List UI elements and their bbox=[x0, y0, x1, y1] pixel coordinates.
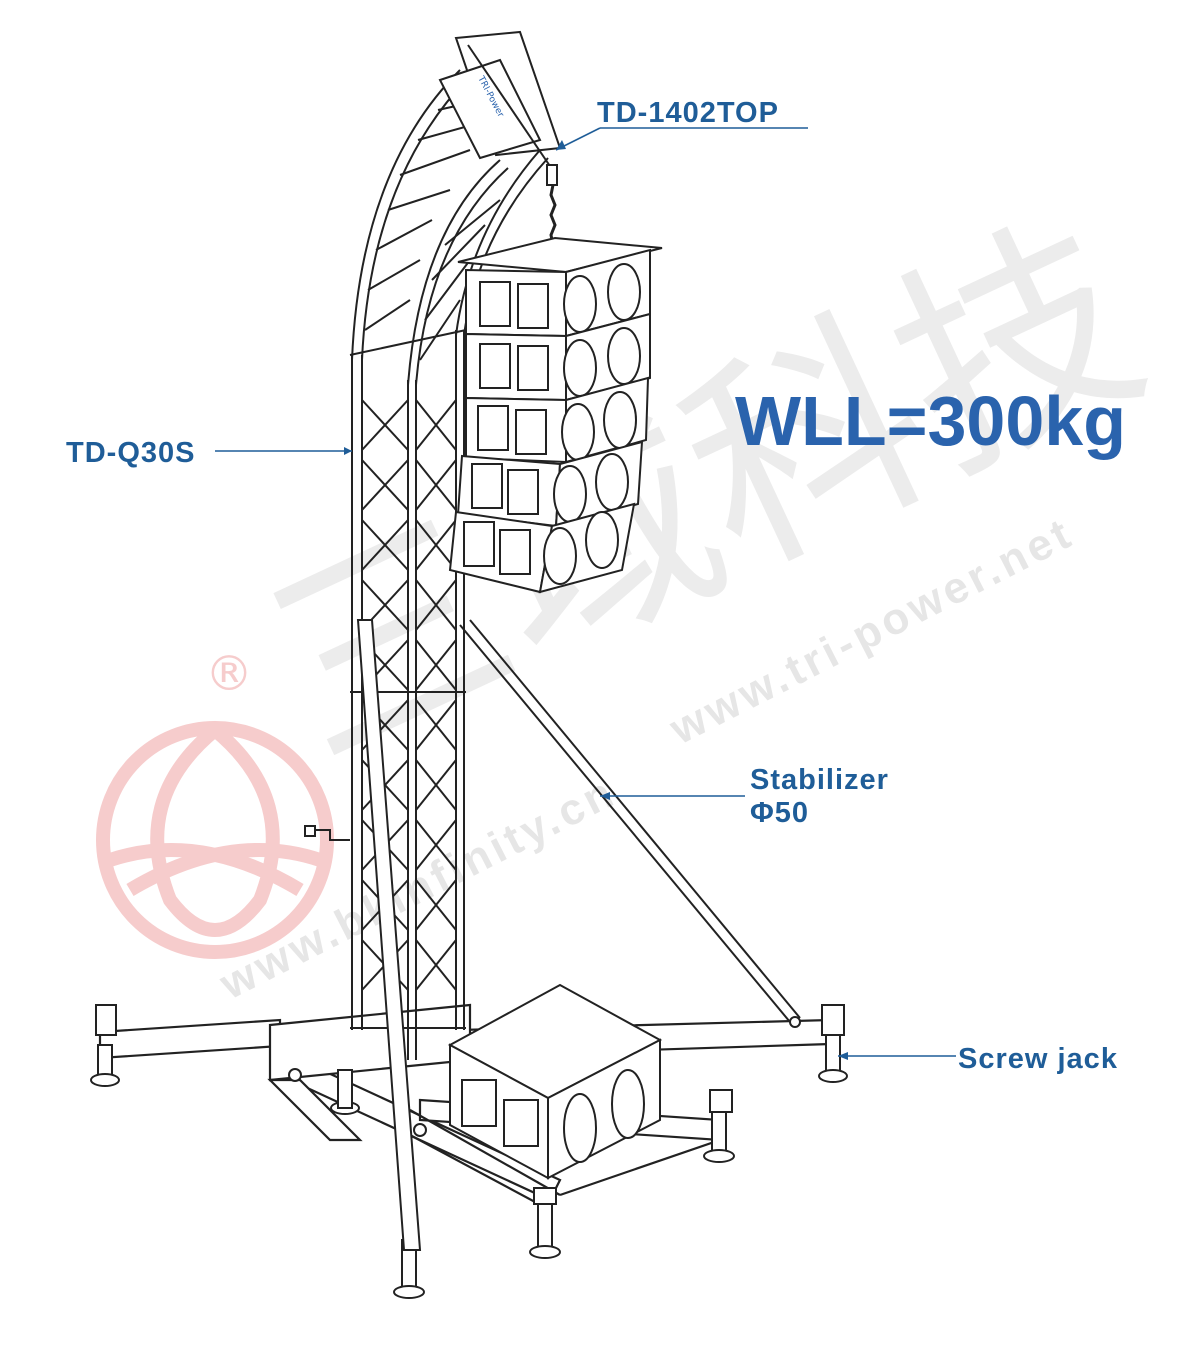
screw-jacks bbox=[90, 1004, 848, 1299]
label-stabilizer-size: Φ50 bbox=[750, 797, 809, 829]
label-stabilizer: Stabilizer bbox=[750, 764, 889, 796]
ground-subwoofer bbox=[447, 983, 663, 1180]
leader-lines bbox=[215, 127, 956, 1057]
label-screw-jack: Screw jack bbox=[958, 1043, 1118, 1075]
line-array-cabinet bbox=[465, 376, 650, 464]
label-wll: WLL=300kg bbox=[735, 382, 1126, 460]
top-grid: TRI-Power bbox=[438, 30, 562, 186]
line-array-cabinet bbox=[448, 502, 636, 594]
watermark-logo-icon bbox=[96, 720, 334, 959]
label-truss: TD-Q30S bbox=[66, 437, 195, 469]
label-top-grid: TD-1402TOP bbox=[597, 97, 779, 129]
line-array-speakers bbox=[448, 236, 663, 594]
leader-arrowheads bbox=[344, 140, 848, 1060]
truss-tower bbox=[349, 69, 549, 1060]
lift-mast bbox=[304, 619, 422, 1251]
rigging-chain bbox=[549, 184, 557, 246]
line-array-cabinet bbox=[465, 312, 651, 402]
line-array-cabinet bbox=[456, 440, 644, 528]
watermark-registered-mark: ® bbox=[205, 646, 253, 702]
stabilizer-bar bbox=[459, 619, 801, 1028]
